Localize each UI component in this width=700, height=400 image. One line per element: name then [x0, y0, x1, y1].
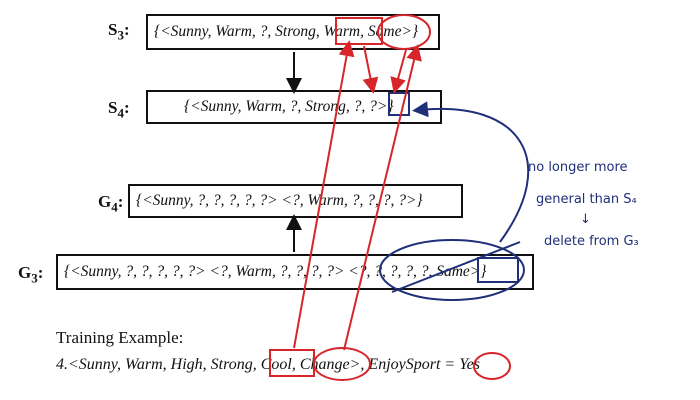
s3-label: S3:: [108, 20, 130, 43]
red-arrow-same-to-s4: [390, 49, 407, 94]
g4-label-colon: :: [117, 192, 124, 211]
s3-label-sub: 3: [117, 27, 124, 43]
red-arrow-warm-to-s4: [362, 45, 379, 94]
note-line2: general than S₄: [536, 192, 637, 207]
s4-label-sub: 4: [117, 105, 124, 121]
s3-label-main: S: [108, 20, 118, 39]
note-arrow: ↓: [580, 212, 591, 227]
s4-label-colon: :: [123, 98, 130, 117]
g3-label-main: G: [18, 263, 32, 282]
s3-box: {<Sunny, Warm, ?, Strong, Warm, Same>}: [146, 14, 440, 50]
s3-content: {<Sunny, Warm, ?, Strong, Warm, Same>}: [154, 23, 419, 40]
s4-label: S4:: [108, 98, 130, 121]
s4-content: {<Sunny, Warm, ?, Strong, ?, ?>}: [184, 98, 394, 115]
g4-label: G4:: [98, 192, 123, 215]
g4-label-sub: 4: [111, 199, 118, 215]
blue-arrow-to-s4: [412, 101, 530, 243]
g3-label: G3:: [18, 263, 43, 286]
g3-label-sub: 3: [31, 270, 38, 286]
training-line: 4.<Sunny, Warm, High, Strong, Cool, Chan…: [56, 356, 480, 373]
note-line1: no longer more: [528, 160, 628, 175]
g3-label-colon: :: [37, 263, 44, 282]
training-heading: Training Example:: [56, 328, 184, 347]
s4-label-main: S: [108, 98, 118, 117]
g3-content: {<Sunny, ?, ?, ?, ?, ?> <?, Warm, ?, ?, …: [64, 263, 487, 280]
g4-box: {<Sunny, ?, ?, ?, ?, ?> <?, Warm, ?, ?, …: [128, 184, 463, 218]
g4-label-main: G: [98, 192, 112, 211]
g4-content: {<Sunny, ?, ?, ?, ?, ?> <?, Warm, ?, ?, …: [136, 192, 423, 209]
g3-box: {<Sunny, ?, ?, ?, ?, ?> <?, Warm, ?, ?, …: [56, 254, 534, 290]
s3-label-colon: :: [123, 20, 130, 39]
s4-box: {<Sunny, Warm, ?, Strong, ?, ?>}: [146, 90, 442, 124]
note-line3: delete from G₃: [544, 234, 639, 249]
